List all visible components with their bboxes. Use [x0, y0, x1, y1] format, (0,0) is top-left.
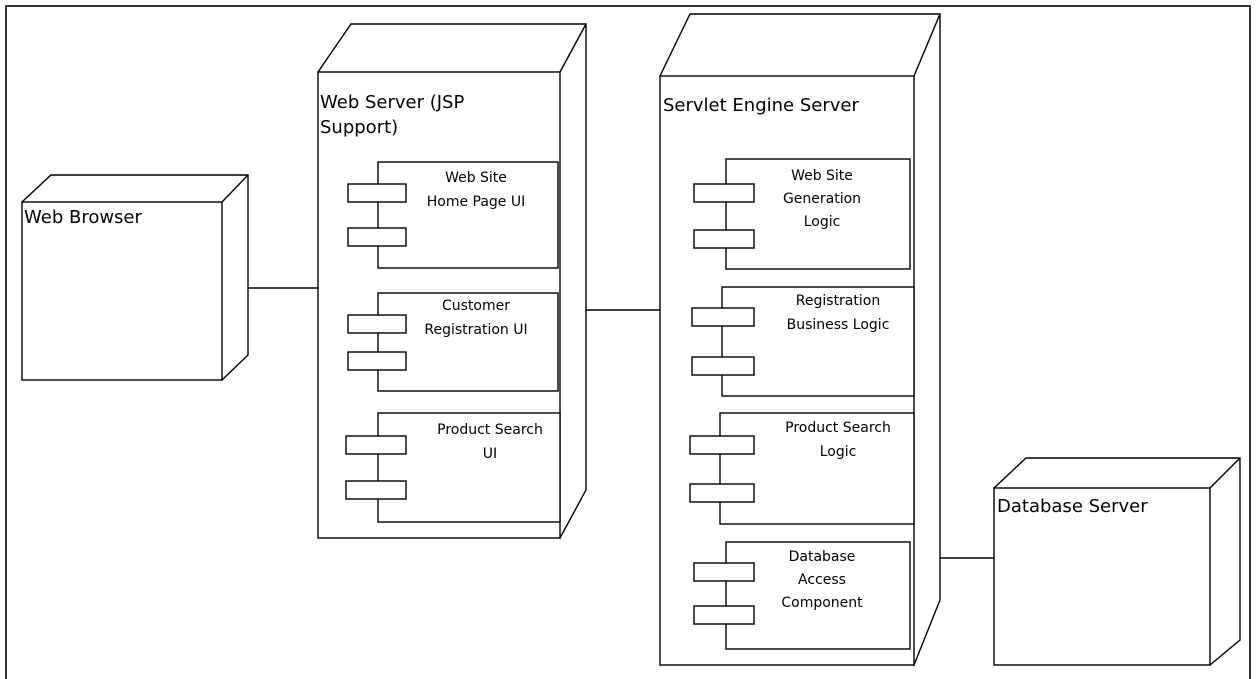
node-database-server: Database Server	[992, 457, 1241, 666]
node-label-web-server-line2: Support)	[320, 117, 398, 138]
component-home-page-ui: Web Site Home Page UI	[347, 161, 559, 269]
component-port-lower	[689, 483, 755, 503]
component-label-line1: Registration	[796, 293, 880, 309]
node-web-server: Web Server (JSP Support) Web Site Home P…	[317, 23, 587, 540]
component-port-upper	[693, 562, 755, 582]
diagram-frame	[5, 5, 1251, 679]
component-label-line2: Logic	[820, 444, 857, 460]
component-label-line1: Database	[789, 549, 856, 565]
component-registration-business-logic: Registration Business Logic	[691, 286, 915, 397]
component-port-upper	[689, 435, 755, 455]
component-port-upper	[345, 435, 407, 455]
component-port-lower	[691, 356, 755, 376]
component-label-line2: Access	[798, 572, 846, 588]
component-label-line1: Web Site	[445, 170, 507, 186]
component-database-access: Database Access Component	[693, 541, 911, 650]
node-label-database-server: Database Server	[997, 496, 1148, 517]
component-label-line1: Product Search	[437, 422, 543, 438]
node-web-browser: Web Browser	[20, 174, 249, 381]
component-customer-registration-ui: Customer Registration UI	[347, 292, 559, 392]
component-product-search-logic: Product Search Logic	[689, 412, 915, 525]
component-port-lower	[347, 351, 407, 371]
node-label-servlet-engine: Servlet Engine Server	[663, 95, 859, 116]
component-label-line1: Customer	[442, 298, 510, 314]
component-port-upper	[347, 183, 407, 203]
component-port-lower	[693, 605, 755, 625]
component-port-upper	[693, 183, 755, 203]
component-label-line2: UI	[483, 446, 497, 462]
component-label-line3: Logic	[804, 214, 841, 230]
component-label-line2: Home Page UI	[427, 194, 526, 210]
component-product-search-ui: Product Search UI	[345, 412, 561, 523]
component-label-line2: Registration UI	[424, 322, 527, 338]
node-label-web-browser: Web Browser	[24, 207, 143, 228]
component-generation-logic: Web Site Generation Logic	[693, 158, 911, 270]
component-port-lower	[693, 229, 755, 249]
component-port-upper	[691, 307, 755, 327]
component-port-lower	[347, 227, 407, 247]
component-label-line2: Business Logic	[787, 317, 890, 333]
component-port-lower	[345, 480, 407, 500]
component-label-line2: Generation	[783, 191, 861, 207]
component-label-line3: Component	[781, 595, 863, 611]
component-label-line1: Web Site	[791, 168, 853, 184]
component-port-upper	[347, 314, 407, 334]
component-label-line1: Product Search	[785, 420, 891, 436]
node-servlet-engine-server: Servlet Engine Server Web Site Generatio…	[659, 13, 941, 667]
node-label-web-server-line1: Web Server (JSP	[320, 92, 464, 113]
